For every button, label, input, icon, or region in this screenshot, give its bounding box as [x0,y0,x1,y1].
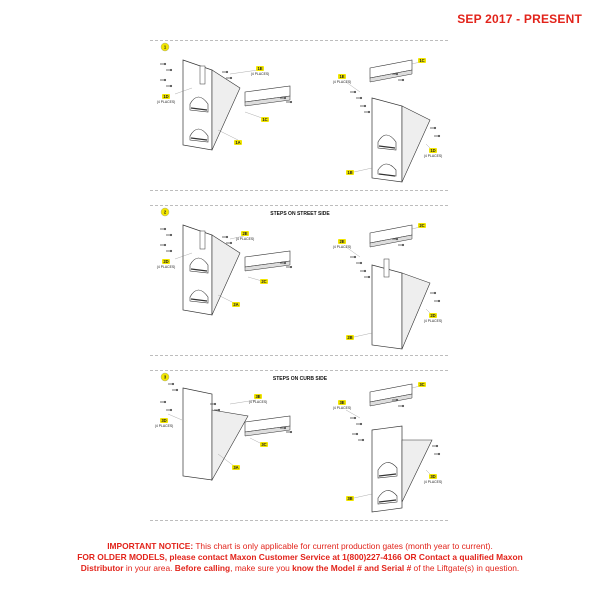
svg-text:2D: 2D [430,313,435,318]
svg-text:2B: 2B [347,335,352,340]
svg-text:3B: 3B [347,496,352,501]
svg-text:1C: 1C [262,117,267,122]
section-badge [160,42,170,52]
svg-text:1C: 1C [419,58,424,63]
svg-text:(4 PLACES): (4 PLACES) [333,406,351,410]
notice-text: in your area. [123,563,175,573]
section-separator [150,205,448,206]
svg-text:(4 PLACES): (4 PLACES) [424,154,442,158]
svg-text:2C: 2C [419,223,424,228]
svg-text:(4 PLACES): (4 PLACES) [157,100,175,104]
svg-text:(4 PLACES): (4 PLACES) [251,72,269,76]
svg-text:1A: 1A [235,140,240,145]
svg-text:3E: 3E [339,400,344,405]
important-notice: IMPORTANT NOTICE: This chart is only app… [20,541,580,574]
notice-line1: This chart is only applicable for curren… [193,541,493,551]
section-separator [150,355,448,356]
svg-text:1D: 1D [430,148,435,153]
section-badge-number: 2 [164,210,167,215]
svg-text:(4 PLACES): (4 PLACES) [236,237,254,241]
svg-text:3D: 3D [430,474,435,479]
section-badge [160,207,170,217]
right-assembly: 2C 2E (4 PLACES) 2D (4 PLACES) 2B [333,223,442,350]
section-separator [150,40,448,41]
svg-text:(4 PLACES): (4 PLACES) [333,80,351,84]
svg-text:(4 PLACES): (4 PLACES) [155,424,173,428]
svg-text:2E: 2E [242,231,247,236]
svg-text:(4 PLACES): (4 PLACES) [424,480,442,484]
notice-distributor: Distributor [80,563,124,573]
svg-text:(4 PLACES): (4 PLACES) [333,245,351,249]
section-separator [150,520,448,521]
svg-text:(4 PLACES): (4 PLACES) [249,400,267,404]
notice-before-calling: Before calling [174,563,231,573]
left-assembly: 2E (4 PLACES) 2D (4 PLACES) 2C 2A [157,224,293,316]
section-separator [150,190,448,191]
svg-text:3A: 3A [233,465,238,470]
notice-text: , make sure you [230,563,293,573]
section-badge-number: 3 [164,375,167,380]
svg-text:2D: 2D [163,259,168,264]
section-separator [150,370,448,371]
svg-text:(4 PLACES): (4 PLACES) [424,319,442,323]
svg-text:2E: 2E [339,239,344,244]
svg-text:3C: 3C [261,442,266,447]
svg-text:2A: 2A [233,302,238,307]
right-assembly: 3C 3E (4 PLACES) 3D (4 PLACES) 3B [333,382,442,513]
svg-text:2C: 2C [261,279,266,284]
section-badge-number: 1 [164,45,167,50]
section-title: STEPS ON CURB SIDE [273,376,328,382]
notice-text: of the Liftgate(s) in question. [411,563,520,573]
notice-know-model: know the Model # and Serial # [292,563,412,573]
left-assembly: 3E (4 PLACES) 3D (4 PLACES) 3C 3A [155,382,293,482]
section-title: STEPS ON STREET SIDE [270,211,330,217]
date-range-header: SEP 2017 - PRESENT [457,12,582,26]
section-1: 1 1E (4 PLACES) 1D (4 PLACE [157,42,442,183]
section-2: 2 STEPS ON STREET SIDE 2E (4 PLACES) 2D [157,207,442,350]
section-3: 3 STEPS ON CURB SIDE 3E (4 PLACES) 3D (4… [155,372,442,513]
notice-older-models: FOR OLDER MODELS, please contact Maxon C… [77,552,523,562]
svg-text:3D: 3D [161,418,166,423]
notice-lead: IMPORTANT NOTICE: [107,541,194,551]
left-assembly: 1E (4 PLACES) 1D (4 PLACES) 1C 1A [157,59,293,151]
right-assembly: 1C 1E (4 PLACES) 1D (4 PLACES) 1B [333,58,442,183]
svg-text:1E: 1E [339,74,344,79]
svg-text:(4 PLACES): (4 PLACES) [157,265,175,269]
section-badge [160,372,170,382]
svg-text:3C: 3C [419,382,424,387]
svg-text:1B: 1B [347,170,352,175]
svg-text:3E: 3E [255,394,260,399]
svg-text:1D: 1D [163,94,168,99]
svg-text:1E: 1E [257,66,262,71]
